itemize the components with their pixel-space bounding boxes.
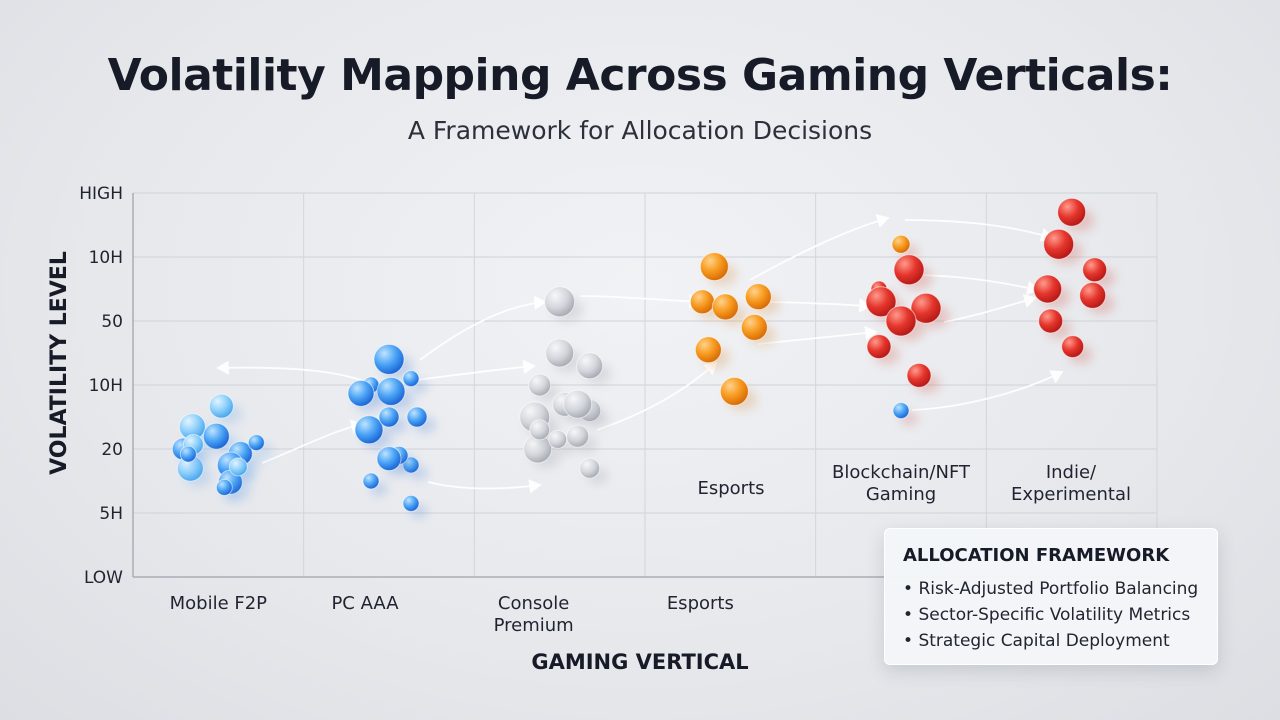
data-bubble	[545, 338, 575, 368]
panel-item: Strategic Capital Deployment	[903, 628, 1199, 654]
data-bubble	[347, 379, 375, 407]
y-tick-label: 20	[101, 440, 123, 460]
data-bubble	[1079, 281, 1107, 309]
data-bubble	[544, 286, 576, 318]
in-plot-category-label: Blockchain/NFT	[832, 462, 971, 483]
data-bubble	[576, 352, 604, 380]
x-tick-label: Console	[498, 593, 569, 614]
flow-arrow	[579, 294, 702, 309]
flow-arrow	[261, 419, 364, 464]
data-bubble	[892, 402, 910, 420]
data-bubble	[566, 424, 590, 448]
flow-arrow	[427, 479, 542, 494]
data-bubble	[744, 283, 772, 311]
y-tick-label: 5H	[99, 504, 123, 524]
data-bubble	[406, 406, 428, 428]
data-bubble	[689, 289, 715, 315]
panel-title: ALLOCATION FRAMEWORK	[903, 545, 1170, 566]
x-tick-label: Premium	[494, 615, 574, 636]
data-bubble	[529, 419, 551, 441]
x-tick-label: PC AAA	[331, 593, 399, 614]
chart-subtitle: A Framework for Allocation Decisions	[407, 116, 873, 145]
data-bubble	[579, 457, 601, 479]
data-bubble	[376, 446, 402, 472]
y-tick-label: HIGH	[79, 184, 123, 204]
flow-arrow	[749, 214, 890, 281]
data-bubble	[1033, 274, 1063, 304]
data-bubble	[711, 293, 739, 321]
data-bubble	[1061, 335, 1085, 359]
data-bubble	[362, 472, 380, 490]
data-bubble	[740, 313, 768, 341]
flow-arrow	[943, 293, 1037, 323]
flow-arrow	[904, 219, 1054, 242]
x-axis-title: GAMING VERTICAL	[531, 650, 748, 674]
y-tick-label: 10H	[89, 376, 123, 396]
data-bubble	[402, 370, 420, 388]
data-bubble	[1038, 308, 1064, 334]
data-bubble	[247, 434, 265, 452]
data-bubble	[528, 373, 552, 397]
data-bubble	[208, 393, 234, 419]
y-tick-label: LOW	[84, 568, 123, 588]
data-bubble	[865, 286, 897, 318]
in-plot-category-label: Indie/	[1046, 462, 1097, 483]
data-bubble	[378, 406, 400, 428]
data-bubble	[402, 494, 420, 512]
data-bubble	[906, 362, 932, 388]
panel-item: Risk-Adjusted Portfolio Balancing	[903, 576, 1199, 602]
data-bubble	[373, 343, 405, 375]
y-tick-label: 50	[101, 312, 123, 332]
data-bubble	[202, 422, 230, 450]
in-plot-category-label: Gaming	[866, 484, 936, 505]
y-axis-title: VOLATILITY LEVEL	[47, 251, 72, 475]
data-bubble	[885, 305, 917, 337]
in-plot-category-label: Experimental	[1011, 484, 1131, 505]
data-bubble	[699, 252, 729, 282]
data-bubble	[1043, 228, 1075, 260]
data-bubble	[548, 429, 568, 449]
data-bubble	[910, 292, 942, 324]
flow-arrow	[911, 370, 1064, 411]
data-bubble	[719, 376, 749, 406]
flow-arrow	[407, 359, 536, 382]
data-bubble	[866, 334, 892, 360]
allocation-framework-panel: ALLOCATION FRAMEWORK Risk-Adjusted Portf…	[884, 528, 1218, 665]
flow-arrow	[596, 361, 718, 431]
data-bubble	[1057, 197, 1087, 227]
data-bubble	[376, 376, 406, 406]
x-tick-label: Mobile F2P	[170, 593, 268, 614]
y-tick-label: 10H	[89, 248, 123, 268]
data-bubble	[354, 415, 384, 445]
data-bubble	[179, 445, 197, 463]
x-tick-label: Esports	[667, 593, 734, 614]
data-bubble	[893, 254, 925, 286]
flow-arrow	[419, 295, 547, 361]
data-bubble	[1082, 257, 1108, 283]
data-bubble	[694, 336, 722, 364]
panel-item: Sector-Specific Volatility Metrics	[903, 602, 1199, 628]
data-bubble	[563, 389, 593, 419]
data-bubble	[215, 478, 233, 496]
data-bubble	[891, 234, 911, 254]
data-bubble	[228, 457, 248, 477]
chart-title: Volatility Mapping Across Gaming Vertica…	[107, 50, 1173, 101]
in-plot-category-label: Esports	[697, 478, 764, 499]
